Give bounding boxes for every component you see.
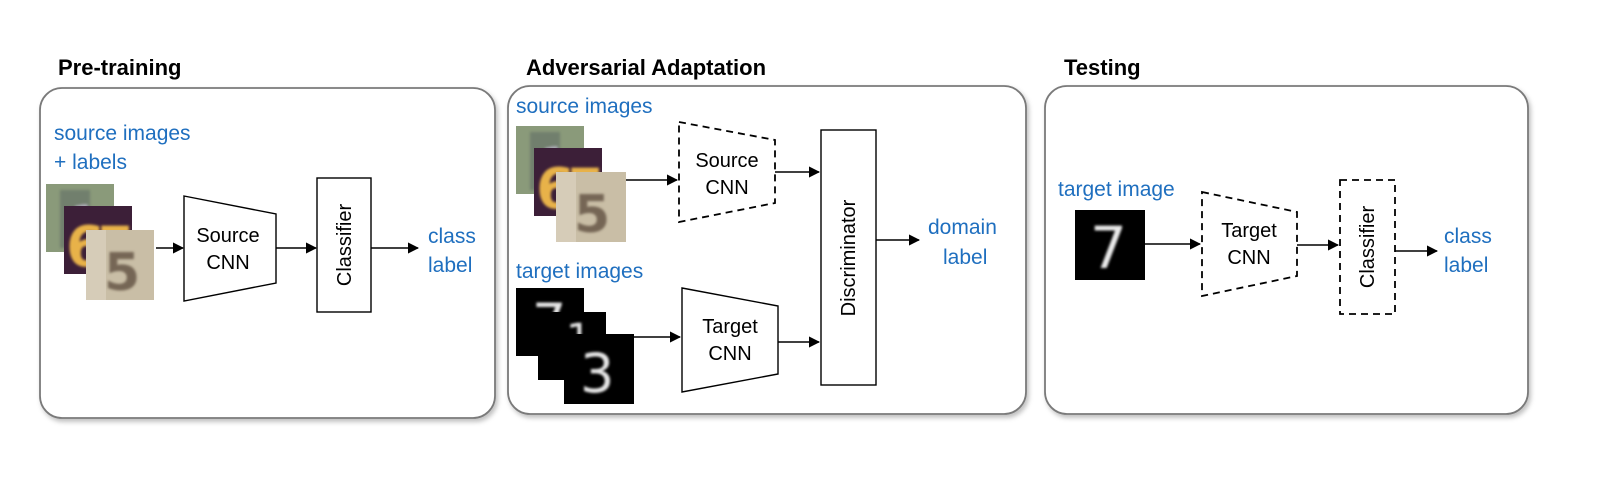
- adaptation-title: Adversarial Adaptation: [526, 55, 766, 80]
- source-digit-4: 5: [104, 243, 140, 303]
- testing-title: Testing: [1064, 55, 1141, 80]
- pretraining-input-label-line1: source images: [54, 122, 191, 145]
- testing-output-line1: class: [1444, 225, 1492, 248]
- testing-panel: Testing target image 7 Target CNN Classi…: [1044, 55, 1529, 415]
- adaptation-target-thumbnail-3: 3: [564, 334, 634, 405]
- adaptation-output-line1: domain: [928, 216, 997, 239]
- testing-classifier-label: Classifier: [1357, 206, 1379, 289]
- adaptation-source-digit-4: 5: [574, 185, 610, 245]
- discriminator-label: Discriminator: [838, 199, 860, 316]
- adaptation-source-cnn-label-line1: Source: [695, 150, 758, 172]
- testing-target-cnn-label-line1: Target: [1221, 220, 1277, 242]
- pretraining-source-cnn: [183, 195, 277, 302]
- adaptation-output-line2: label: [943, 246, 987, 269]
- adaptation-frame: [507, 85, 1027, 415]
- testing-classifier: [1339, 179, 1396, 315]
- adaptation-target-cnn: [681, 287, 779, 393]
- adaptation-source-input-label: source images: [516, 95, 653, 118]
- testing-target-cnn: [1201, 190, 1298, 298]
- testing-input-label: target image: [1058, 178, 1175, 201]
- source-image-stack: 1 6 7 5: [46, 184, 154, 303]
- testing-target-cnn-label-line2: CNN: [1227, 247, 1270, 269]
- adaptation-target-input-label: target images: [516, 260, 643, 283]
- pretraining-classifier-label: Classifier: [334, 204, 356, 287]
- adaptation-source-cnn: [678, 120, 776, 224]
- pretraining-source-cnn-label-line2: CNN: [206, 252, 249, 274]
- adaptation-source-image-stack: 1 6 7 5: [516, 126, 626, 245]
- discriminator: [820, 129, 877, 386]
- adaptation-target-cnn-label-line2: CNN: [708, 343, 751, 365]
- pretraining-panel: Pre-training source images + labels 1 6 …: [39, 55, 496, 419]
- pretraining-title: Pre-training: [58, 55, 181, 80]
- source-thumbnail-3: 5: [86, 230, 154, 303]
- pretraining-source-cnn-label-line1: Source: [196, 225, 259, 247]
- testing-output-line2: label: [1444, 254, 1488, 277]
- test-digit: 7: [1090, 214, 1127, 282]
- pretraining-output-line1: class: [428, 225, 476, 248]
- pretraining-output-line2: label: [428, 254, 472, 277]
- pretraining-input-label-line2: + labels: [54, 151, 127, 174]
- adaptation-panel: Adversarial Adaptation source images 1 6…: [507, 55, 1027, 415]
- adaptation-target-digit-3: 3: [580, 342, 614, 405]
- pretraining-classifier: [316, 177, 372, 313]
- adaptation-source-cnn-label-line2: CNN: [705, 177, 748, 199]
- adaptation-target-cnn-label-line1: Target: [702, 316, 758, 338]
- adaptation-source-thumbnail-3: 5: [556, 172, 626, 245]
- test-thumbnail: 7: [1075, 210, 1145, 282]
- adaptation-target-image-stack: 7 1 3: [516, 288, 634, 405]
